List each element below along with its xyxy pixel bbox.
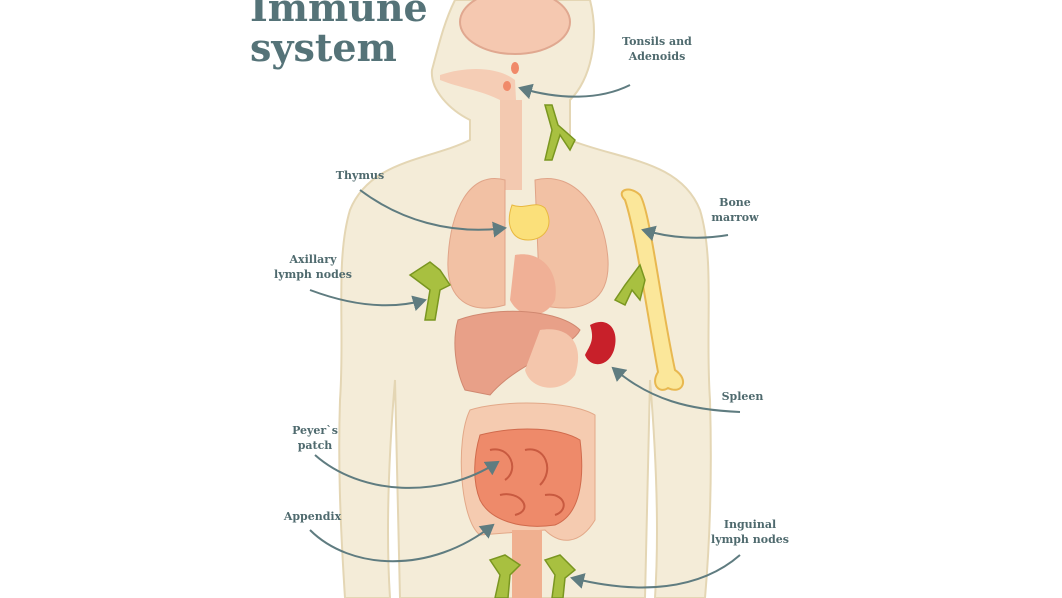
spleen-organ xyxy=(585,321,616,365)
label-line: Tonsils and xyxy=(622,35,692,48)
brain xyxy=(459,0,571,55)
label-inguinal-lymph-nodes: Inguinal lymph nodes xyxy=(705,517,795,547)
bone xyxy=(620,188,685,391)
label-line: Spleen xyxy=(721,390,764,403)
label-line: Adenoids xyxy=(628,50,686,63)
label-line: Thymus xyxy=(335,169,385,182)
right-lung xyxy=(534,178,609,309)
trachea xyxy=(500,100,522,190)
label-bone-marrow: Bone marrow xyxy=(700,195,770,225)
lymph-nodes xyxy=(408,104,646,598)
label-appendix: Appendix xyxy=(275,509,350,524)
small-intestine xyxy=(474,428,583,527)
label-spleen: Spleen xyxy=(710,389,775,404)
label-line: lymph nodes xyxy=(711,533,789,546)
title-line-2: system xyxy=(250,25,397,70)
left-lung xyxy=(447,178,506,309)
title-line-1: Immune xyxy=(250,0,428,30)
stomach xyxy=(525,329,579,388)
intestine-loops xyxy=(489,448,565,516)
label-line: marrow xyxy=(711,211,759,224)
label-line: lymph nodes xyxy=(274,268,352,281)
label-line: patch xyxy=(297,439,333,452)
adenoid xyxy=(503,81,511,91)
label-line: Peyer`s xyxy=(292,424,338,437)
label-axillary-lymph-nodes: Axillary lymph nodes xyxy=(268,252,358,282)
airway xyxy=(440,68,520,180)
thymus-organ xyxy=(508,204,550,241)
diagram-title: Immune system xyxy=(250,0,428,68)
pointer-arrows xyxy=(309,83,741,589)
label-tonsils-adenoids: Tonsils and Adenoids xyxy=(612,34,702,64)
label-peyers-patch: Peyer`s patch xyxy=(285,423,345,453)
tonsil xyxy=(511,62,519,74)
label-line: Axillary xyxy=(289,253,337,266)
label-line: Bone xyxy=(719,196,751,209)
heart xyxy=(510,254,556,315)
label-line: Appendix xyxy=(283,510,342,523)
label-line: Inguinal xyxy=(723,518,777,531)
label-thymus: Thymus xyxy=(325,168,395,183)
